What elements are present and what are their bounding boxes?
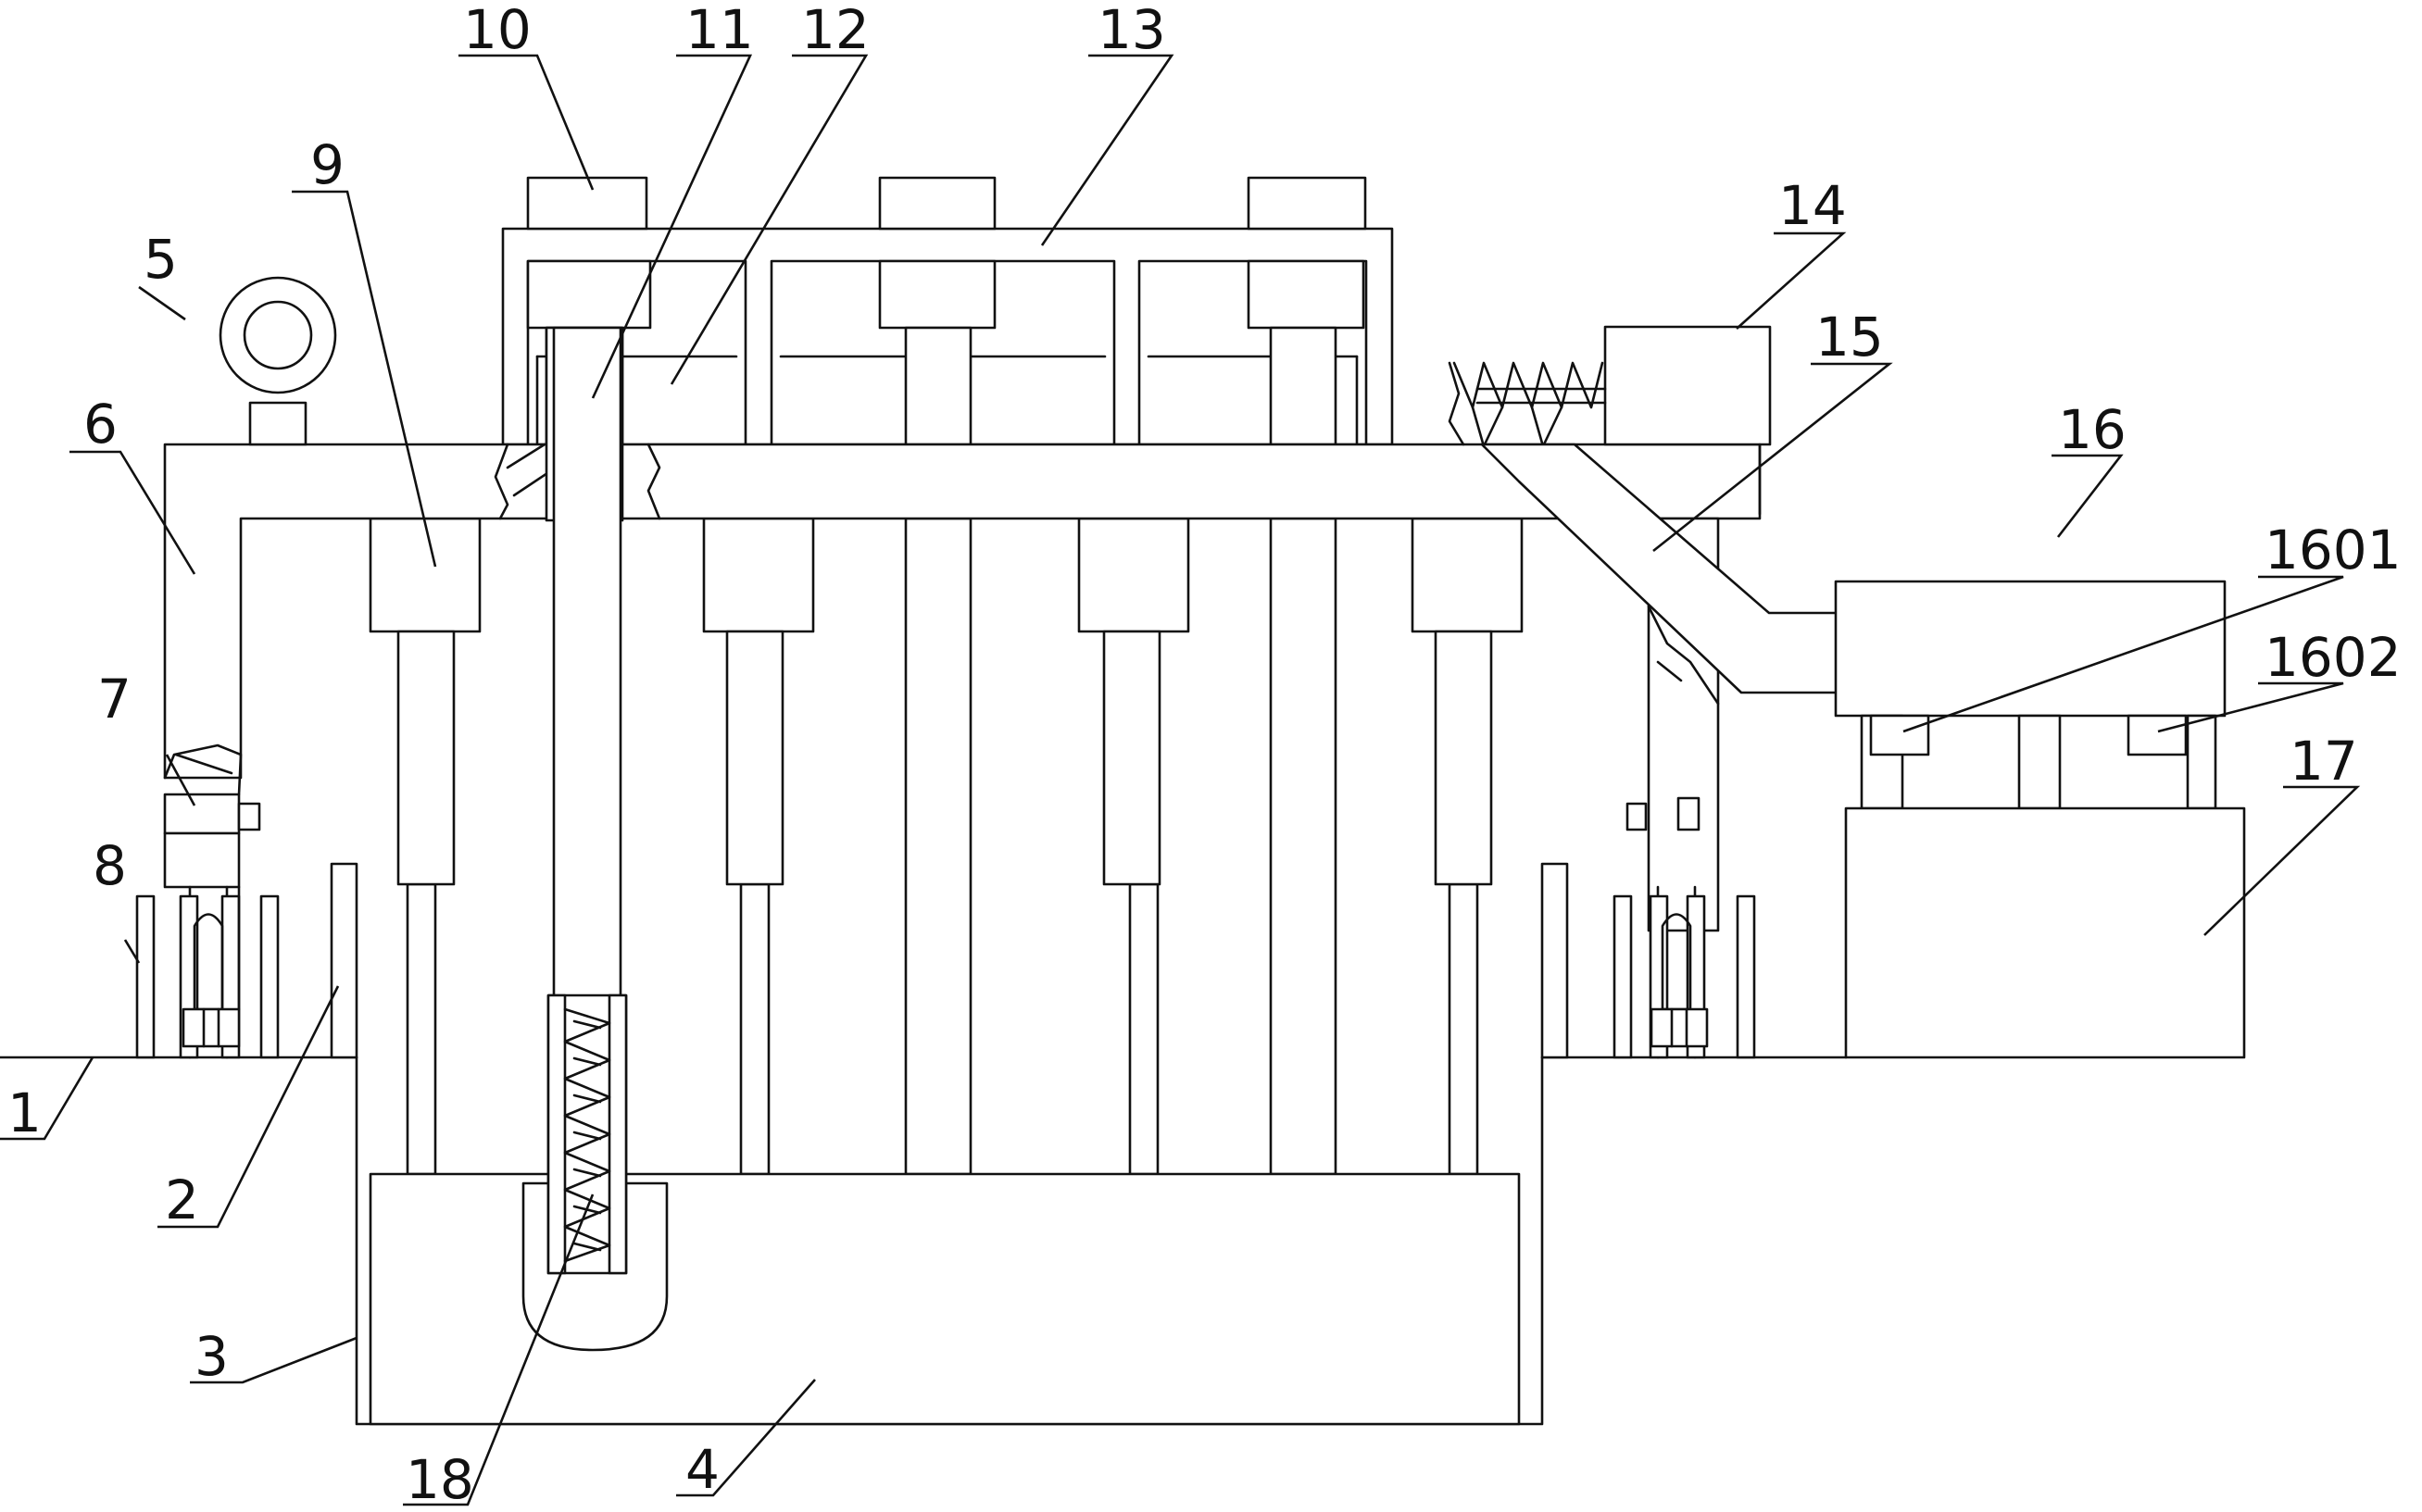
label-5: 5	[144, 228, 178, 291]
part-5-gauge	[219, 276, 337, 446]
drill-rods	[406, 882, 1479, 1176]
part-17-base-cabinet	[1844, 806, 2246, 1059]
label-10: 10	[463, 0, 532, 61]
label-6: 6	[83, 393, 118, 456]
label-18: 18	[406, 1448, 474, 1511]
part-16-collection-tank	[1834, 580, 2227, 810]
label-1602: 1602	[2265, 626, 2402, 689]
part-labels: 1 2 3 4 5 6 7 8 9 10 11 12 13 14 15 16 1…	[7, 0, 2402, 1511]
label-13: 13	[1098, 0, 1166, 61]
part-1601-box	[1869, 714, 1930, 756]
right-wheel-assembly	[1613, 796, 1756, 1059]
part-2-retaining-walls	[330, 862, 1569, 1059]
leader-lines	[0, 54, 2361, 1506]
label-8: 8	[93, 834, 127, 897]
label-1: 1	[7, 1081, 42, 1144]
support-columns	[904, 517, 1337, 1176]
label-4: 4	[685, 1438, 720, 1501]
label-11: 11	[685, 0, 754, 61]
label-16: 16	[2058, 398, 2127, 461]
label-7: 7	[97, 668, 132, 731]
label-15: 15	[1815, 306, 1884, 369]
part-7-8-left-wheel-assembly	[135, 744, 280, 1059]
part-10-motors	[526, 176, 1367, 231]
part-14-conveyor-motor	[1448, 325, 1772, 516]
label-12: 12	[801, 0, 870, 61]
part-18-spiral-bit	[546, 993, 628, 1275]
label-9: 9	[310, 133, 345, 196]
part-1602-box	[2127, 714, 2188, 756]
label-2: 2	[165, 1168, 199, 1231]
label-14: 14	[1778, 174, 1847, 237]
label-1601: 1601	[2265, 519, 2402, 581]
label-3: 3	[195, 1325, 229, 1388]
label-17: 17	[2290, 730, 2358, 793]
